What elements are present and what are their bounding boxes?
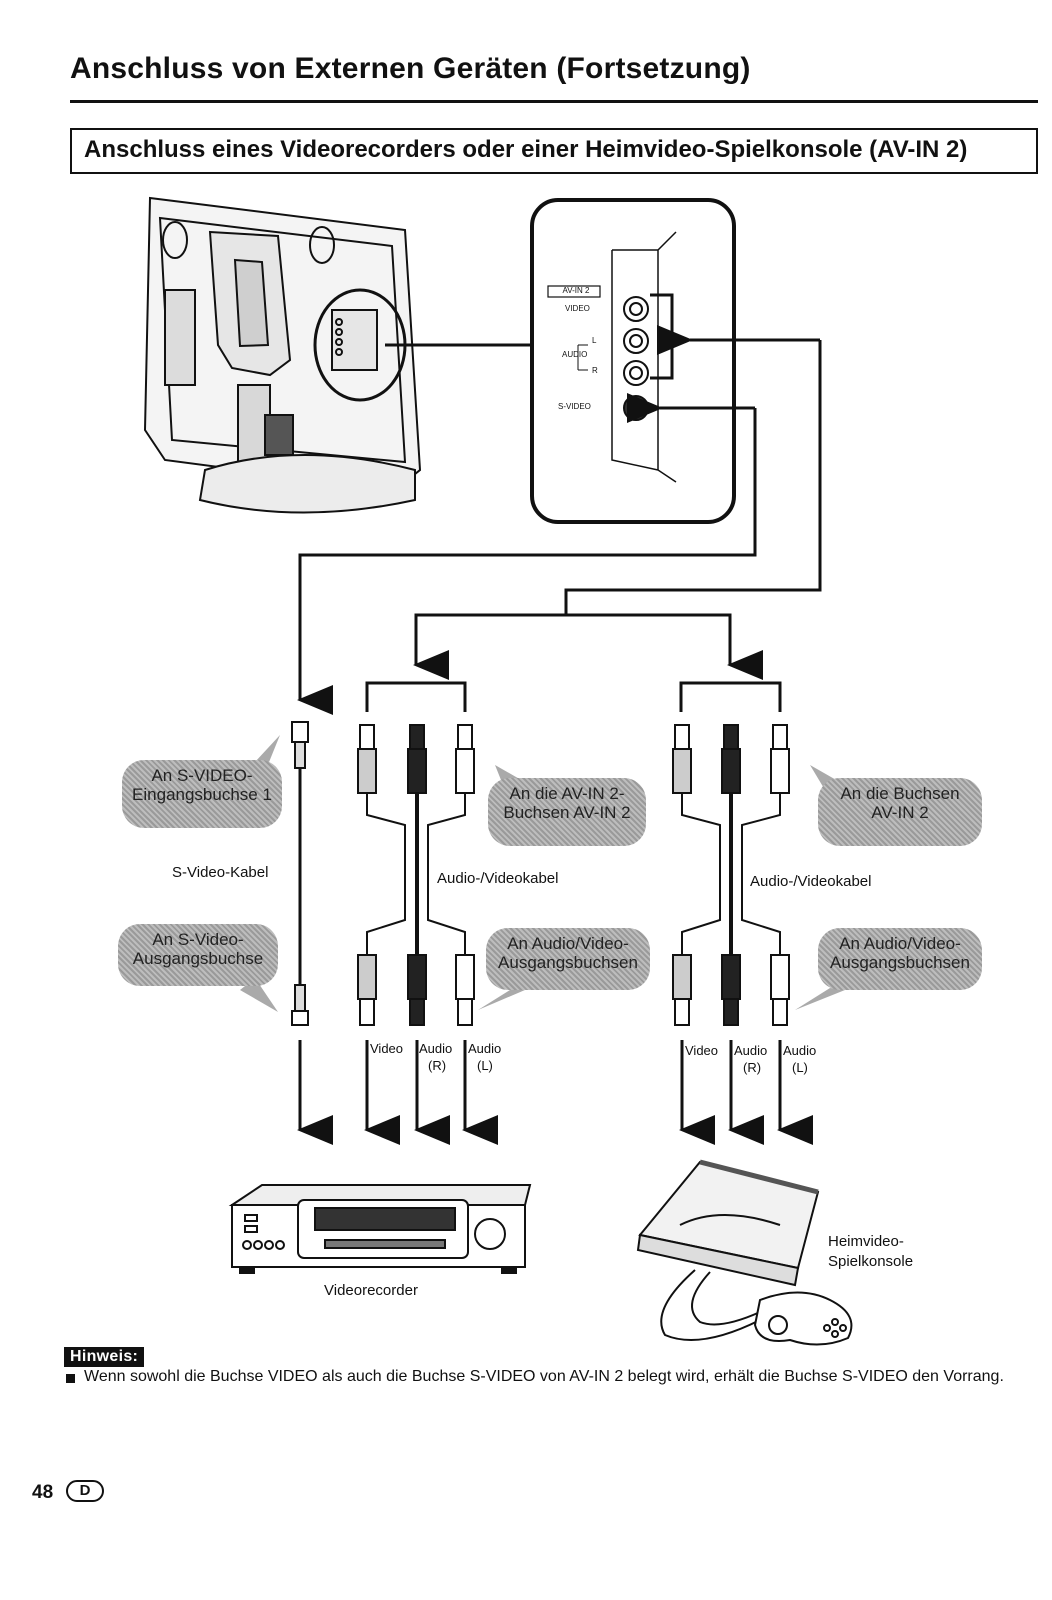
console-illustration [636,1159,853,1346]
terminal-video-label: VIDEO [565,304,590,313]
plug-label-video: Video [685,1043,719,1058]
plug-label-audio-r: Audio [734,1043,768,1058]
page-number: 48 [32,1482,54,1503]
note-bullet [66,1374,75,1383]
av-cable-left [357,724,498,1145]
callout-av-in2-left: An die AV-IN 2-Buchsen AV-IN 2 [488,778,646,846]
plug-label-audio-l-sub: (L) [792,1060,808,1075]
terminal-svideo-label: S-VIDEO [558,402,591,411]
terminal-audio-label: AUDIO [562,350,588,359]
av-cable-right [672,724,813,1145]
vcr-label: Videorecorder [324,1282,418,1299]
plug-label-audio-r: Audio [419,1041,453,1056]
section-box [70,128,1038,174]
console-label: Heimvideo-Spielkonsole [828,1233,914,1270]
terminal-panel [530,198,736,524]
vcr-illustration [228,1184,532,1274]
language-mark: D [66,1480,104,1502]
plug-label-audio-l-sub: (L) [477,1058,493,1073]
terminal-right-label: R [592,366,598,375]
av-cable-left-label: Audio-/Videokabel [437,870,559,887]
callout-svideo-output: An S-Video-Ausgangsbuchse [118,924,278,986]
callout-av-in2-right: An die Buchsen AV-IN 2 [818,778,982,846]
av-cable-right-label: Audio-/Videokabel [750,873,872,890]
callout-av-output-right: An Audio/Video-Ausgangsbuchsen [818,928,982,990]
svideo-cable-label: S-Video-Kabel [172,864,269,881]
plug-label-video: Video [370,1041,404,1056]
plug-label-audio-l: Audio [783,1043,817,1058]
page-title: Anschluss von Externen Geräten (Fortsetz… [70,52,751,85]
routing-lines [297,293,822,715]
section-title: Anschluss eines Videorecorders oder eine… [84,136,968,163]
plug-label-audio-r-sub: (R) [743,1060,762,1075]
plug-label-audio-l: Audio [468,1041,502,1056]
terminal-left-label: L [592,336,597,345]
note-badge: Hinweis: [64,1347,145,1367]
callout-av-output-left: An Audio/Video-Ausgangsbuchsen [486,928,650,990]
svideo-cable [291,721,333,1145]
terminal-header: AV-IN 2 [562,286,590,295]
tv-rear-illustration [143,196,422,514]
note-text: Wenn sowohl die Buchse VIDEO als auch di… [84,1368,1004,1385]
plug-label-audio-r-sub: (R) [428,1058,447,1073]
callout-svideo-input: An S-VIDEO-Eingangsbuchse 1 [122,760,282,828]
title-rule [70,100,1038,103]
